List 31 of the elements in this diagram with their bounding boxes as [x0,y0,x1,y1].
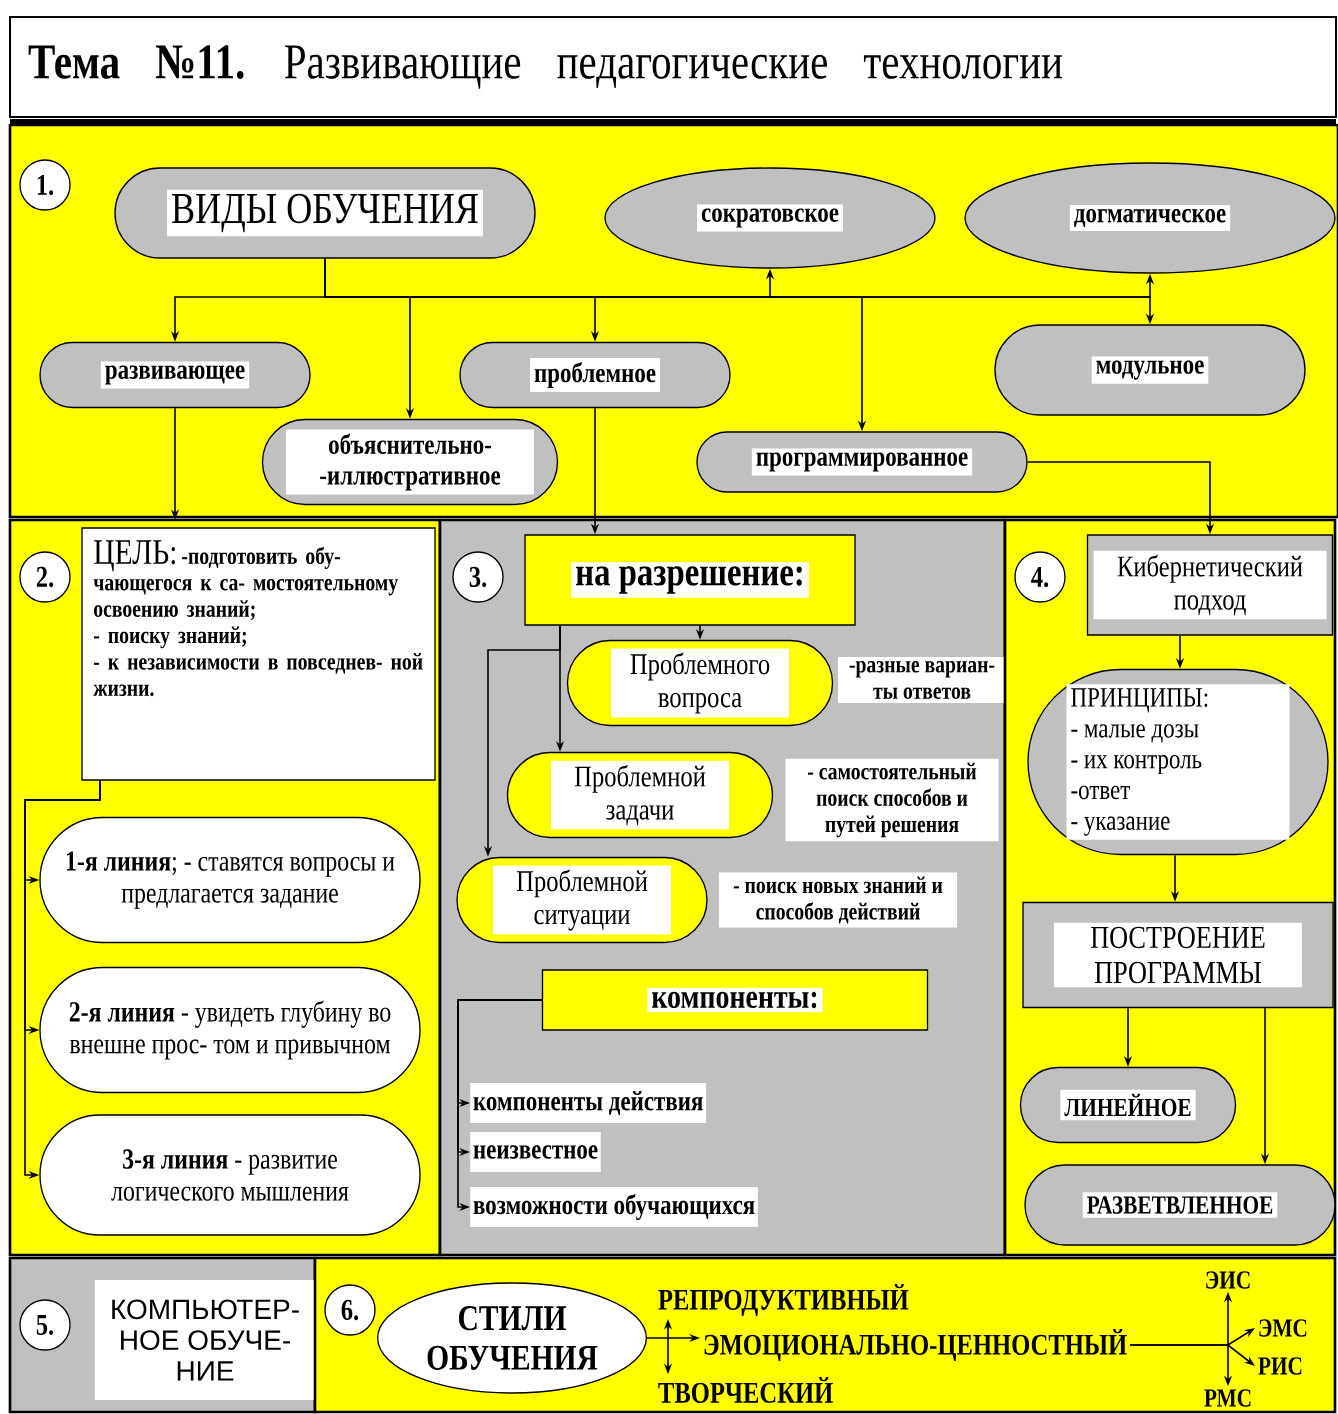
note-text: - поиск новых знаний и способов действий [719,872,957,928]
process-box: ПОСТРОЕНИЕ ПРОГРАММЫ [1022,901,1334,1009]
process-oval: ПРИНЦИПЫ: - малые дозы - их контроль -ответ - указание [1027,668,1329,856]
heading-box: компоненты: [541,969,929,1031]
text-label: ЭМС [1259,1319,1307,1337]
section-number: 2. [19,551,71,603]
text-label: ЭМОЦИОНАЛЬНО-ЦЕННОСТНЫЙ [704,1329,1127,1361]
list-item: компоненты действия [470,1083,707,1123]
type-oval: сократовское [604,167,936,269]
text-label: РМС [1204,1389,1251,1407]
note-text: - самостоятельный поиск способов и путей решения [785,758,999,842]
section-number: 4. [1014,551,1066,603]
heading-oval: СТИЛИ ОБУЧЕНИЯ [377,1282,647,1394]
text-label: ЭИС [1206,1271,1250,1289]
goal-box: ЦЕЛЬ: -подготовить обу- чающегося к са- мостоятельному освоению знаний; - поиску знаний; - к независимости в повседнев- ной жизни. [81,527,436,781]
heading-box: на разрешение: [524,534,856,626]
section-number: 3. [452,551,504,603]
section-number: 5. [19,1299,71,1351]
list-item: возможности обучающихся [470,1187,758,1227]
text-label: ТВОРЧЕСКИЙ [658,1377,833,1403]
type-oval: догматическое [964,162,1336,274]
title: Тема №11. Развивающие педагогические технологии [9,16,1337,118]
note-text: -разные вариан- ты ответов [838,657,1006,703]
text-panel: КОМПЬЮТЕР- НОЕ ОБУЧЕ- НИЕ [94,1280,316,1400]
process-oval: РАЗВЕТВЛЕННОЕ [1024,1164,1336,1246]
text-label: РЕПРОДУКТИВНЫЙ [658,1284,909,1316]
text-label: РИС [1258,1357,1302,1375]
section-number: 6. [324,1284,376,1336]
list-item: неизвестное [470,1132,601,1172]
section-number: 1. [19,159,71,211]
process-box: Кибернетический подход [1086,534,1334,636]
